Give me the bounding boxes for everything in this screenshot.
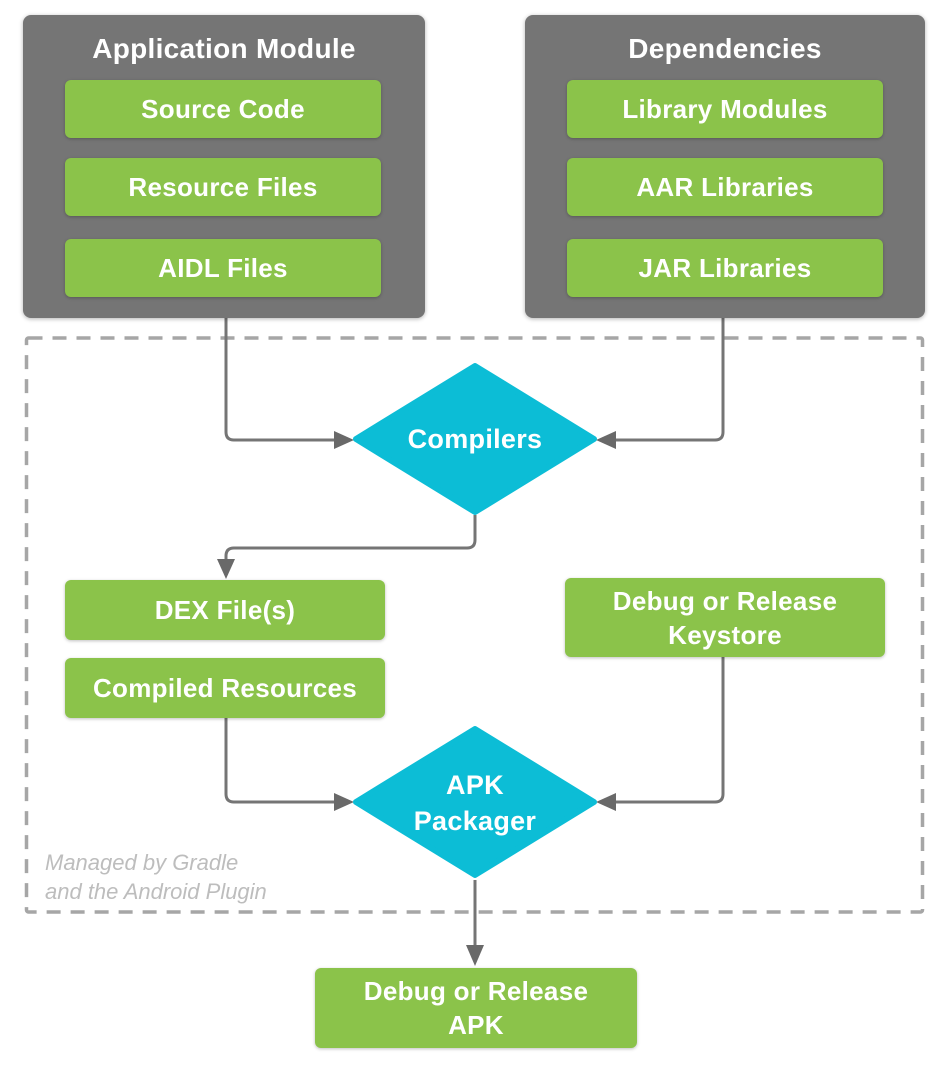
- connector-resources-to-packager: [224, 717, 334, 804]
- connector-dependencies-to-compilers: [616, 318, 725, 442]
- connector-compilers-to-dex: [224, 515, 477, 560]
- arrowhead-resources-to-packager: [334, 793, 354, 811]
- arrowhead-packager-to-apk: [466, 945, 484, 966]
- arrowhead-appmodule-to-compilers: [334, 431, 354, 449]
- connector-keystore-to-packager: [616, 657, 725, 804]
- compilers-diamond-shape: [353, 363, 597, 515]
- gradle-region-border: [24, 336, 925, 914]
- arrowhead-compilers-to-dex: [217, 559, 235, 579]
- arrowhead-keystore-to-packager: [596, 793, 616, 811]
- arrowhead-dependencies-to-compilers: [596, 431, 616, 449]
- connector-appmodule-to-compilers: [224, 318, 334, 442]
- apk-packager-diamond-shape: [353, 726, 597, 878]
